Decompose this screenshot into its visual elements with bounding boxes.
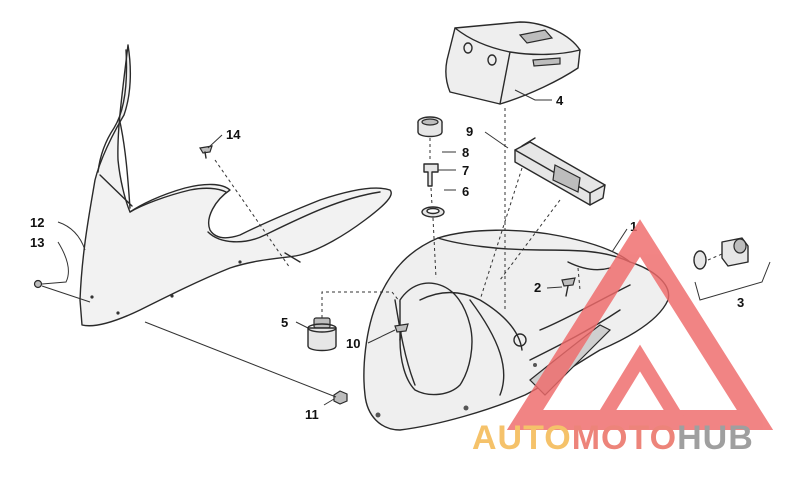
callout-14: 14 [226,127,241,142]
callout-13: 13 [30,235,44,250]
callout-4: 4 [556,93,564,108]
screw-part-14 [199,145,213,159]
assembly-lines [214,108,723,318]
callout-2: 2 [534,280,541,295]
front-fairing-part-1 [363,229,670,431]
module-part-9 [514,137,606,206]
cap-part-8 [417,116,443,138]
logo-text-hub: HUB [677,419,754,457]
leader-lines [41,89,771,406]
cover-part-4 [445,21,581,105]
callout-12: 12 [30,215,44,230]
screw-part-13 [33,279,43,289]
callout-labels: 1 2 3 4 5 6 7 8 9 10 11 12 13 14 [30,93,744,422]
callout-8: 8 [462,145,469,160]
automotohub-watermark: AUTOMOTOHUB [472,219,774,457]
callout-7: 7 [462,163,469,178]
callout-10: 10 [346,336,360,351]
logo-text-auto: AUTO [472,419,572,457]
logo-text-moto: MOTO [572,419,677,457]
socket-part-5 [307,317,337,352]
screw-part-10 [394,323,409,341]
svg-text:AUTOMOTOHUB: AUTOMOTOHUB [472,419,754,457]
callout-5: 5 [281,315,288,330]
callout-3: 3 [737,295,744,310]
key-part-7 [423,163,439,187]
callout-1: 1 [630,219,637,234]
lock-assembly-part-3 [693,237,749,270]
callout-11: 11 [305,407,319,422]
nut-part-11 [333,390,348,405]
windscreen-part-12 [79,44,392,327]
seal-ring-part-6 [421,206,445,218]
callout-6: 6 [462,184,469,199]
screw-part-2 [561,277,576,297]
callout-9: 9 [466,124,473,139]
warning-triangle-icon [506,219,774,430]
